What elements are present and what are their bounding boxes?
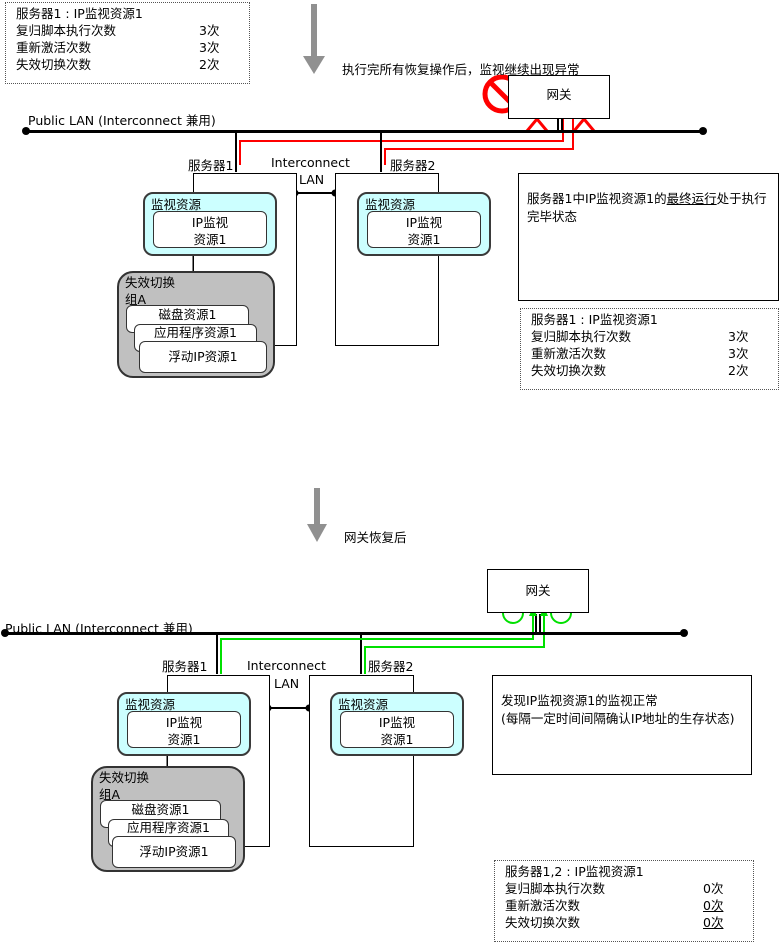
status-note-bottom: 发现IP监视资源1的监视正常 (每隔一定时间间隔确认IP地址的生存状态) — [492, 675, 752, 775]
down-arrow-icon — [303, 4, 325, 74]
step-caption: 执行完所有恢复操作后，监视继续出现异常 — [342, 62, 580, 77]
ip-monitor-resource: IP监视资源1 — [340, 711, 454, 748]
gateway-box: 网关 — [508, 75, 610, 119]
heartbeat-link-server2 — [364, 612, 545, 674]
monitor-title: 监视资源 — [365, 197, 416, 212]
server1-label: 服务器1 — [188, 158, 234, 173]
server2-label: 服务器2 — [390, 158, 436, 173]
ip-monitor-resource: IP监视资源1 — [127, 711, 241, 748]
public-lan-line — [4, 632, 684, 635]
failover-group-title: 失效切换 — [99, 770, 150, 785]
heartbeat-link-server1 — [220, 612, 534, 674]
public-lan-label: Public LAN (Interconnect 兼用) — [28, 113, 216, 128]
interconnect-label: Interconnect — [271, 155, 350, 170]
monitor-resource-server2: 监视资源 IP监视资源1 — [357, 192, 491, 256]
public-lan-label: Public LAN (Interconnect 兼用) — [5, 621, 193, 636]
lan-label: LAN — [274, 676, 300, 691]
monitor-resource-server1: 监视资源 IP监视资源1 — [117, 692, 251, 756]
lan-endpoint — [22, 127, 30, 135]
lan-endpoint — [680, 629, 688, 637]
counter-title: 服务器1 : IP监视资源1 — [16, 6, 143, 21]
counter-title: 服务器1 : IP监视资源1 — [531, 312, 658, 327]
public-lan-line — [26, 130, 704, 133]
floating-ip-resource: 浮动IP资源1 — [112, 836, 236, 868]
monitor-resource-server1: 监视资源 IP监视资源1 — [143, 192, 277, 256]
lan-endpoint — [1, 629, 9, 637]
gateway-label: 网关 — [546, 87, 572, 102]
status-note-top: 服务器1中IP监视资源1的最终运行处于执行完毕状态 — [518, 173, 779, 301]
down-arrow-icon — [307, 488, 327, 542]
step-caption: 网关恢复后 — [344, 530, 407, 545]
monitor-title: 监视资源 — [338, 697, 389, 712]
monitor-resource-server2: 监视资源 IP监视资源1 — [330, 692, 464, 756]
lan-endpoint — [699, 127, 707, 135]
gateway-label: 网关 — [525, 583, 551, 598]
interconnect-label: Interconnect — [247, 658, 326, 673]
server2-label: 服务器2 — [368, 659, 414, 674]
gateway-box: 网关 — [487, 569, 589, 613]
ip-monitor-resource: IP监视资源1 — [153, 211, 267, 248]
server1-label: 服务器1 — [162, 659, 208, 674]
monitor-title: 监视资源 — [151, 197, 202, 212]
failover-group-title: 失效切换 — [125, 275, 176, 290]
counter-title: 服务器1,2 : IP监视资源1 — [505, 864, 644, 879]
monitor-title: 监视资源 — [125, 697, 176, 712]
lan-label: LAN — [299, 172, 325, 187]
ip-monitor-resource: IP监视资源1 — [367, 211, 481, 248]
floating-ip-resource: 浮动IP资源1 — [139, 341, 267, 373]
